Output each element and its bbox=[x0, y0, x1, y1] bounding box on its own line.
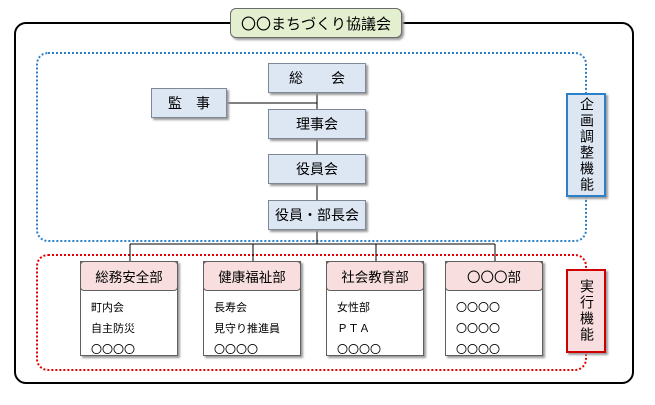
department-item: 〇〇〇〇 bbox=[214, 343, 258, 356]
department-item: 〇〇〇〇 bbox=[91, 343, 135, 356]
planning-function-label: 企画調整機能 bbox=[566, 93, 606, 197]
department-item: 自主防災 bbox=[91, 322, 135, 335]
department-item: 〇〇〇〇 bbox=[337, 343, 381, 356]
department-name: 〇〇〇部 bbox=[445, 261, 543, 291]
auditor-node: 監 事 bbox=[151, 88, 227, 118]
department-name: 総務安全部 bbox=[80, 261, 178, 291]
execution-function-label: 実行機能 bbox=[566, 269, 606, 353]
council-title: 〇〇まちづくり協議会 bbox=[230, 8, 402, 38]
general-assembly-node: 総 会 bbox=[268, 63, 366, 93]
department-name: 社会教育部 bbox=[326, 261, 424, 291]
department-placeholder: 〇〇〇部 〇〇〇〇 〇〇〇〇 〇〇〇〇 bbox=[445, 261, 543, 356]
department-health-welfare: 健康福祉部 長寿会 見守り推進員 〇〇〇〇 bbox=[203, 261, 301, 356]
department-general-affairs-safety: 総務安全部 町内会 自主防災 〇〇〇〇 bbox=[80, 261, 178, 356]
department-item: 長寿会 bbox=[214, 301, 247, 314]
board-of-directors-node: 理事会 bbox=[268, 109, 366, 139]
department-social-education: 社会教育部 女性部 ＰＴＡ 〇〇〇〇 bbox=[326, 261, 424, 356]
department-item: 町内会 bbox=[91, 301, 124, 314]
officers-and-department-heads-node: 役員・部長会 bbox=[268, 200, 366, 230]
officers-meeting-node: 役員会 bbox=[268, 154, 366, 184]
department-item: 女性部 bbox=[337, 301, 370, 314]
department-item: 〇〇〇〇 bbox=[456, 322, 500, 335]
department-items: 町内会 自主防災 〇〇〇〇 bbox=[91, 297, 135, 360]
department-items: 女性部 ＰＴＡ 〇〇〇〇 bbox=[337, 297, 381, 360]
department-item: ＰＴＡ bbox=[337, 322, 370, 335]
department-items: 長寿会 見守り推進員 〇〇〇〇 bbox=[214, 297, 280, 360]
department-name: 健康福祉部 bbox=[203, 261, 301, 291]
department-item: 見守り推進員 bbox=[214, 322, 280, 335]
department-item: 〇〇〇〇 bbox=[456, 343, 500, 356]
department-items: 〇〇〇〇 〇〇〇〇 〇〇〇〇 bbox=[456, 297, 500, 360]
department-item: 〇〇〇〇 bbox=[456, 301, 500, 314]
